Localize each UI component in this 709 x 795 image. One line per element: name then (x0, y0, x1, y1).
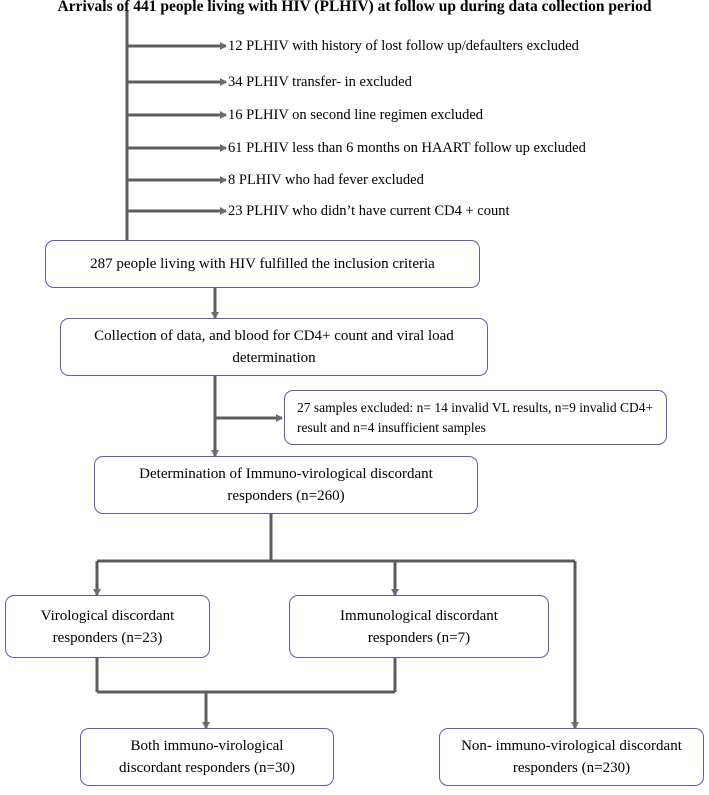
exclusion-label-5: 8 PLHIV who had fever excluded (228, 172, 424, 188)
exclusion-label-6: 23 PLHIV who didn’t have current CD4 + c… (228, 203, 510, 219)
exclusion-label-4: 61 PLHIV less than 6 months on HAART fol… (228, 140, 586, 156)
both-discordant-box: Both immuno-virological discordant respo… (80, 728, 334, 786)
determination-box: Determination of Immuno-virological disc… (94, 456, 478, 514)
virological-box: Virological discordant responders (n=23) (5, 595, 210, 658)
exclusion-label-2: 34 PLHIV transfer- in excluded (228, 74, 412, 90)
diagram-title: Arrivals of 441 people living with HIV (… (57, 0, 652, 15)
exclusion-label-1: 12 PLHIV with history of lost follow up/… (228, 38, 579, 54)
inclusion-box: 287 people living with HIV fulfilled the… (45, 240, 480, 288)
exclusion-label-3: 16 PLHIV on second line regimen excluded (228, 107, 484, 123)
non-discordant-box: Non- immuno-virological discordant respo… (439, 728, 704, 786)
samples-excluded-box: 27 samples excluded: n= 14 invalid VL re… (284, 390, 667, 445)
immunological-box: Immunological discordant responders (n=7… (289, 595, 549, 658)
collection-box: Collection of data, and blood for CD4+ c… (60, 318, 488, 376)
